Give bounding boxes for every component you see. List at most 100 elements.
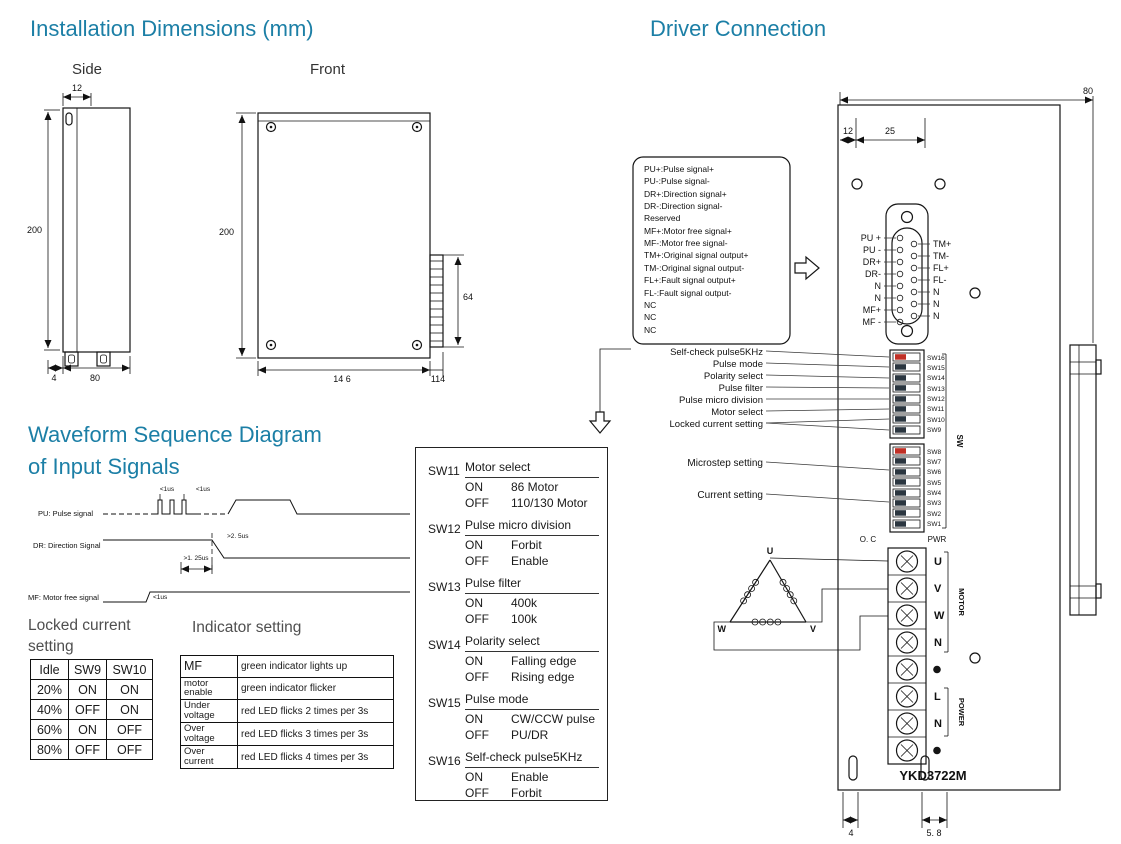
table-row: 80% OFF OFF [30,739,153,760]
dip-pointer-label: Motor select [711,407,763,418]
terminal-label: V [934,583,942,595]
signal-line: Reserved [644,213,681,223]
on-label: ON [465,712,483,726]
sw-label: SW1 [927,521,941,528]
din-rail-profile [1069,344,1102,616]
pin-label: TM- [933,251,949,261]
pu-t2-annotation: <1us [196,486,211,493]
dip-switch-upper [889,349,925,439]
dip-pointer-label: Pulse filter [719,383,763,394]
signal-line: MF-:Motor free signal- [644,238,728,248]
table-row: 60% ON OFF [30,719,153,740]
table-cell: motor enable [180,676,238,701]
table-cell: 80% [30,739,69,760]
table-cell: ON [68,719,107,740]
table-cell: OFF [68,739,107,760]
pin-label: PU - [863,245,881,255]
sw-name: Self-check pulse5KHz [465,750,599,768]
driver-dim-4: 4 [848,828,853,838]
waveform-title: Waveform Sequence Diagram of Input Signa… [28,419,322,483]
on-value: 400k [511,596,538,610]
pe-dot-icon [933,746,941,755]
side-dim-80: 80 [90,373,100,383]
oc-label: O. C [860,535,877,544]
sw-group-label: SW [955,435,964,448]
table-cell: red LED flicks 3 times per 3s [237,722,394,747]
indicator-heading: Indicator setting [192,619,302,636]
on-value: Enable [511,770,549,784]
on-value: CW/CCW pulse [511,712,596,726]
driver-dim-80: 80 [1083,86,1093,96]
dr-signal-label: DR: Direction Signal [33,541,101,550]
dr-t3-annotation: >2. 5us [227,533,249,540]
table-row: Over voltage red LED flicks 3 times per … [180,722,394,747]
sw-label: SW9 [927,427,941,434]
current-setting-label: Current setting [697,490,763,501]
driver-dim-58: 5. 8 [926,828,941,838]
sw-label: SW11 [927,406,945,413]
off-label: OFF [465,612,489,626]
off-label: OFF [465,786,489,800]
terminal-label: L [934,691,941,703]
front-view-label: Front [310,61,346,78]
down-arrow-icon [588,411,612,434]
table-cell: red LED flicks 2 times per 3s [237,699,394,724]
waveform-title-line1: Waveform Sequence Diagram [28,422,322,447]
table-cell: ON [106,679,153,700]
power-group-label: POWER [957,698,966,727]
table-cell: Over voltage [180,722,238,747]
pin-label: N [875,293,882,303]
signal-line: NC [644,325,656,335]
sw-label: SW8 [927,449,941,456]
driver-diagram: PU+:Pulse signal+ PU-:Pulse signal- DR+:… [588,86,1102,838]
table-cell: OFF [68,699,107,720]
waveform-title-line2: of Input Signals [28,454,180,479]
locked-current-heading: Locked current setting [28,617,131,655]
signal-line: TM+:Original signal output+ [644,250,748,260]
front-view-drawing: 64 200 14 6 114 [219,112,473,384]
table-cell: 60% [30,719,69,740]
winding-v-label: V [810,624,816,634]
terminal-label: W [934,610,945,622]
driver-dim-12: 12 [843,126,853,136]
off-value: 100k [511,612,538,626]
table-cell: red LED flicks 4 times per 3s [237,745,394,770]
table-header: SW10 [106,659,153,680]
microstep-label: Microstep setting [687,458,763,469]
front-dim-114: 114 [431,374,445,384]
side-view-drawing: 12 200 4 80 [27,83,131,383]
off-value: Forbit [511,786,542,800]
pin-label: TM+ [933,239,951,249]
pin-label: N [933,299,940,309]
front-dim-64: 64 [463,292,473,302]
table-row: 20% ON ON [30,679,153,700]
off-value: PU/DR [511,728,549,742]
table-row: Under voltage red LED flicks 2 times per… [180,699,394,724]
on-value: Falling edge [511,654,577,668]
table-cell: 40% [30,699,69,720]
off-label: OFF [465,670,489,684]
pin-label: N [875,281,882,291]
sw-label: SW7 [927,459,941,466]
on-value: Forbit [511,538,542,552]
on-label: ON [465,480,483,494]
table-cell: OFF [106,739,153,760]
dip-pointer-label: Pulse mode [713,359,763,370]
dip-switch-lower [889,443,925,533]
off-label: OFF [465,554,489,568]
side-dim-12: 12 [72,83,82,93]
on-label: ON [465,538,483,552]
table-cell: OFF [106,719,153,740]
dr-t4-annotation: >1. 25us [183,555,209,562]
front-dim-200: 200 [219,227,234,237]
sw-name: Pulse filter [465,576,599,594]
motor-group-label: MOTOR [957,588,966,616]
table-cell: green indicator flicker [237,676,394,701]
table-cell: ON [106,699,153,720]
sw-id: SW15 [428,696,461,710]
